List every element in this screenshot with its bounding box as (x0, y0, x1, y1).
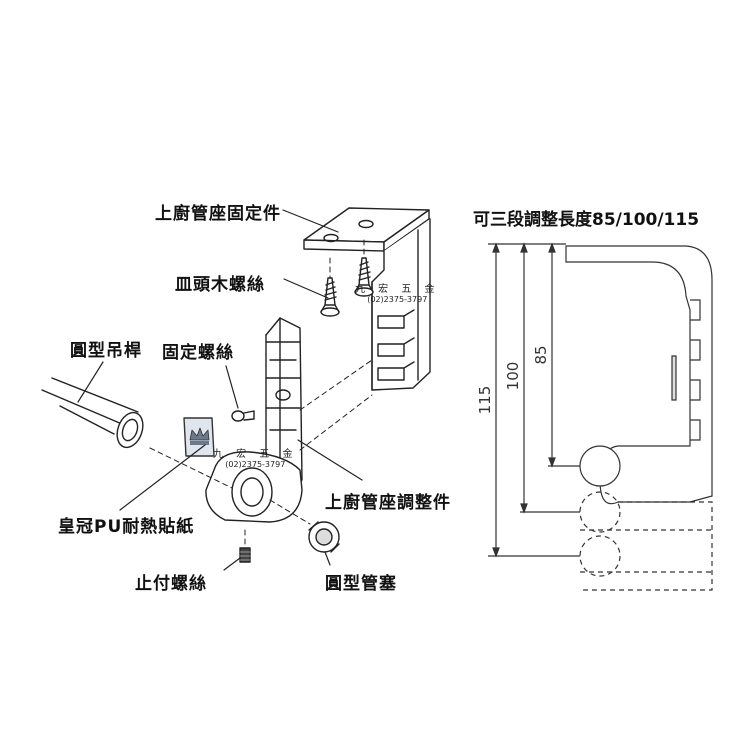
watermark-bottom: 九 宏 五 金 (02)2375-3797 (213, 449, 298, 469)
assembly-dashed-lines (149, 239, 373, 549)
watermark-name: 九 宏 五 金 (213, 449, 298, 460)
wood-screw-right (354, 257, 374, 297)
label-fix-screw: 固定螺絲 (162, 343, 234, 363)
label-adjuster: 上廚管座調整件 (325, 493, 451, 513)
label-sticker: 皇冠PU耐熱貼紙 (58, 517, 195, 537)
label-round-rod: 圓型吊桿 (70, 341, 142, 361)
crown-sticker (183, 417, 215, 457)
wood-screw-left (320, 277, 340, 317)
bracket-part (303, 207, 431, 391)
watermark-phone: (02)2375-3797 (225, 459, 286, 469)
round-plug (308, 521, 340, 553)
label-set-screw: 止付螺絲 (135, 574, 207, 594)
fixing-screw (231, 410, 255, 422)
watermark-name: 九 宏 五 金 (355, 284, 440, 295)
label-bracket: 上廚管座固定件 (155, 204, 281, 224)
leader-lines (77, 209, 363, 571)
profile-drawing (488, 242, 713, 591)
watermark-phone: (02)2375-3797 (367, 294, 428, 304)
set-screw (239, 547, 251, 563)
adjustable-length-title: 可三段調整長度85/100/115 (473, 210, 700, 230)
dim-100-label: 100 (504, 362, 522, 391)
label-wood-screw: 皿頭木螺絲 (175, 275, 265, 295)
label-plug: 圓型管塞 (325, 574, 397, 594)
watermark-top: 九 宏 五 金 (02)2375-3797 (355, 284, 440, 304)
dim-85-label: 85 (532, 345, 550, 364)
round-rod-part (41, 377, 144, 449)
dim-115-label: 115 (476, 386, 494, 415)
